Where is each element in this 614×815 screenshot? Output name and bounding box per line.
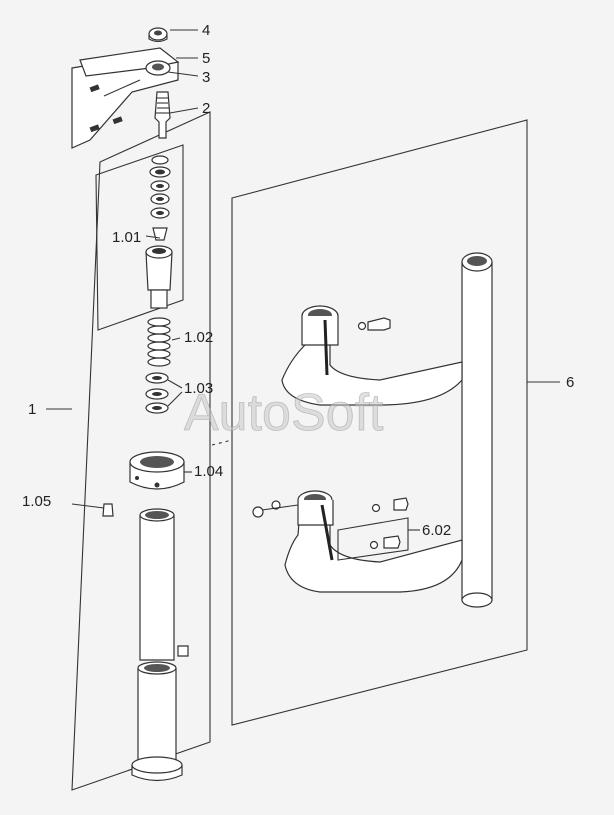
leader-103b [167,391,183,407]
subassembly-panel-1-01 [95,144,184,331]
leader-102 [171,337,181,341]
tube-upper-part [139,508,189,661]
label-part-1-05: 1.05 [22,493,51,510]
label-part-6: 6 [566,374,574,391]
leader-105 [71,503,105,509]
upper-bolt-set [357,317,391,331]
bracket-part [71,47,180,149]
label-part-1-03: 1.03 [184,380,213,397]
label-part-1: 1 [28,401,36,418]
grease-nipple-part [102,503,114,517]
lower-bolt-set [252,497,409,518]
frame-panel-outline [231,119,528,726]
leader-103a [167,379,183,389]
label-part-1-04: 1.04 [194,463,223,480]
label-part-1-01: 1.01 [112,229,141,246]
threaded-pin-part [154,91,171,139]
watermark-text: AutoSoft [184,384,384,442]
frame-tube-part [281,252,493,608]
plunger-part [145,245,173,309]
nut-part [148,27,168,43]
subassembly-panel-6-02 [337,517,409,561]
leader-3 [167,71,199,77]
spring-part [147,317,171,367]
washers-part [145,372,169,414]
label-part-6-02: 6.02 [422,522,451,539]
label-part-4: 4 [202,22,210,39]
tube-lower-part [131,661,183,782]
leader-2 [169,107,199,114]
label-part-2: 2 [202,100,210,117]
leader-101 [145,235,161,239]
label-part-5: 5 [202,50,210,67]
label-part-1-02: 1.02 [184,329,213,346]
collar-part [129,451,185,490]
ring-stack [149,155,171,241]
label-part-3: 3 [202,69,210,86]
inset-bolt-set [369,535,401,550]
assembly-panel-outline [71,111,211,791]
